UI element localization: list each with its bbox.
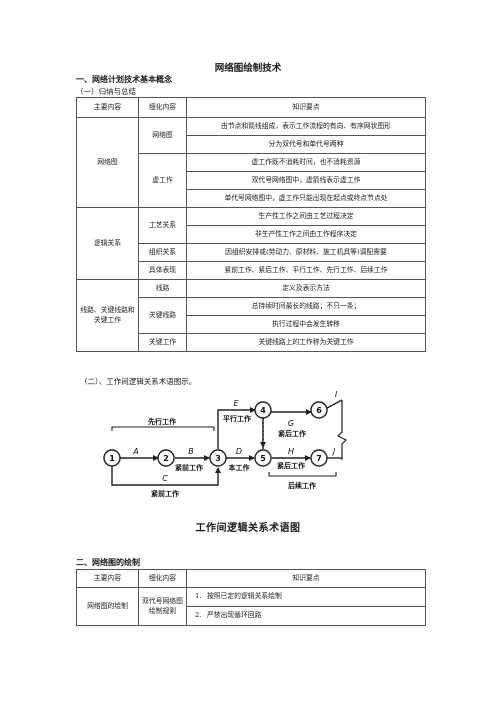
bracket-prior [111, 426, 215, 431]
activity-label: A [132, 447, 138, 456]
term-pred-c-label: 紧前工作 [151, 489, 179, 498]
sub-cell: 工艺关系 [138, 207, 187, 244]
table-row: 网络图 网络图 由节点和箭线组成，表示工作流程的有向、有序网状图形 [76, 117, 426, 208]
main-cell: 线路、关键线路和关键工作 [76, 279, 139, 352]
point-cell: 紧前工作、紧后工作、平行工作、先行工作、后续工作 [186, 261, 426, 280]
table-row: 网络图的绘制 双代号网络图绘制规则 1. 按照已定的逻辑关系绘制 [76, 587, 426, 626]
table-row: 组织关系 因组织安排或(劳动力、原材料、施工机具等)调配需要 [77, 243, 426, 262]
concepts-table: 主要内容 细化内容 知识要点 网络图 网络图 由节点和箭线组成，表示工作流程的有… [76, 97, 426, 352]
sub-cell: 组织关系 [138, 243, 187, 262]
term-this-work-label: 本工作 [228, 463, 250, 472]
sub-cell: 线路 [138, 279, 187, 298]
arrow-i [326, 399, 343, 409]
node-label: 5 [260, 454, 266, 463]
table-row: 关键线路 总持续时间最长的线路；不只一条； [77, 297, 426, 334]
node-label: 2 [163, 454, 169, 463]
table-row: 逻辑关系 工艺关系 生产性工作之间由工艺过程决定 [76, 207, 426, 280]
node-label: 6 [316, 406, 322, 415]
point-cell: 分为双代号和单代号两种 [186, 135, 426, 154]
section1-subheading: （一）归纳与总结 [76, 87, 136, 96]
node-label: 4 [260, 406, 266, 415]
activity-label: E [233, 399, 239, 408]
table-row: 关键工作 关键线路上的工作称为关键工作 [77, 333, 426, 352]
main-cell: 网络图的绘制 [76, 587, 139, 626]
logic-relation-diagram: 1 2 3 4 5 6 7 A B C D E G H I J 先行工作 平行工… [103, 390, 348, 498]
list-number: 2. [195, 611, 202, 620]
node-label: 1 [109, 454, 115, 463]
point-cell: 双代号网络图中，虚箭线表示虚工作 [186, 171, 426, 190]
point-cell: 由节点和箭线组成，表示工作流程的有向、有序网状图形 [186, 117, 426, 136]
term-pred-b-label: 紧前工作 [175, 463, 203, 472]
node-7 [310, 449, 328, 467]
header-cell: 细化内容 [138, 569, 187, 588]
sub-cell: 具体表现 [138, 261, 187, 280]
list-text: 按照已定的逻辑关系绘制 [207, 592, 282, 601]
point-cell: 2. 严禁出现循环回路 [186, 606, 426, 626]
term-prior-label: 先行工作 [148, 417, 176, 426]
header-cell: 知识要点 [186, 569, 426, 588]
term-succ-h-label: 紧后工作 [277, 461, 305, 470]
node-5 [254, 449, 272, 467]
node-2 [157, 449, 175, 467]
bracket-subsequent [268, 472, 337, 477]
sub-cell: 虚工作 [138, 153, 187, 208]
activity-label: I [335, 390, 338, 399]
table-row: 虚工作 虚工作既不消耗时间，也不消耗资源 [77, 153, 426, 208]
list-text: 严禁出现循环回路 [207, 611, 262, 620]
table-row: 2. 严禁出现循环回路 [77, 606, 426, 626]
sub-cell: 关键线路 [138, 297, 187, 334]
point-cell: 关键线路上的工作称为关键工作 [186, 333, 426, 352]
point-cell: 1. 按照已定的逻辑关系绘制 [186, 587, 426, 607]
sub-cell: 双代号网络图绘制规则 [138, 587, 187, 626]
list-number: 1. [195, 592, 202, 601]
node-4 [254, 401, 272, 419]
activity-label: G [288, 419, 294, 428]
point-cell: 非生产性工作之间由工作程序决定 [186, 225, 426, 244]
header-cell: 主要内容 [76, 97, 139, 118]
arrow-c [111, 466, 221, 486]
main-cell: 网络图 [76, 117, 139, 208]
activity-label: C [162, 474, 168, 483]
arrow-e [217, 407, 256, 449]
point-cell: 总持续时间最长的线路；不只一条； [186, 297, 426, 316]
diagram-caption: 工作间逻辑关系术语图 [195, 523, 301, 534]
header-cell: 知识要点 [186, 97, 426, 118]
node-label: 7 [316, 454, 322, 463]
activity-label: H [288, 447, 294, 456]
section1b-heading: （二）、工作间逻辑关系术语图示。 [80, 377, 197, 386]
main-cell: 逻辑关系 [76, 207, 139, 280]
point-cell: 虚工作既不消耗时间，也不消耗资源 [186, 153, 426, 172]
activity-label: J [331, 447, 336, 456]
point-cell: 单代号网络图中，虚工作只能出现在起点或终点节点处 [186, 189, 426, 208]
node-3 [209, 449, 227, 467]
node-label: 3 [215, 454, 221, 463]
sub-cell: 网络图 [138, 117, 187, 154]
sub-cell: 关键工作 [138, 333, 187, 352]
node-6 [310, 401, 328, 419]
page-title: 网络图绘制技术 [214, 63, 282, 74]
section2-heading: 二、网络图的绘制 [76, 558, 140, 567]
term-succ-g-label: 紧后工作 [278, 429, 306, 438]
table-row: 线路、关键线路和关键工作 线路 定义及表示方法 [76, 279, 426, 352]
node-1 [103, 449, 121, 467]
point-cell: 生产性工作之间由工艺过程决定 [186, 207, 426, 226]
header-cell: 主要内容 [76, 569, 139, 588]
table-header-row: 主要内容 细化内容 知识要点 [76, 569, 426, 588]
point-cell: 定义及表示方法 [186, 279, 426, 298]
activity-label: B [188, 447, 194, 456]
point-cell: 执行过程中会发生转移 [186, 315, 426, 334]
point-cell: 因组织安排或(劳动力、原材料、施工机具等)调配需要 [186, 243, 426, 262]
section1-heading: 一、网络计划技术基本概念 [76, 75, 172, 84]
term-parallel-label: 平行工作 [223, 414, 251, 423]
term-subsequent-label: 后续工作 [288, 481, 316, 490]
activity-label: D [236, 447, 242, 456]
break-line [336, 400, 348, 460]
drawing-table: 主要内容 细化内容 知识要点 网络图的绘制 双代号网络图绘制规则 1. 按照已定的… [76, 569, 426, 626]
table-header-row: 主要内容 细化内容 知识要点 [76, 97, 426, 118]
header-cell: 细化内容 [138, 97, 187, 118]
